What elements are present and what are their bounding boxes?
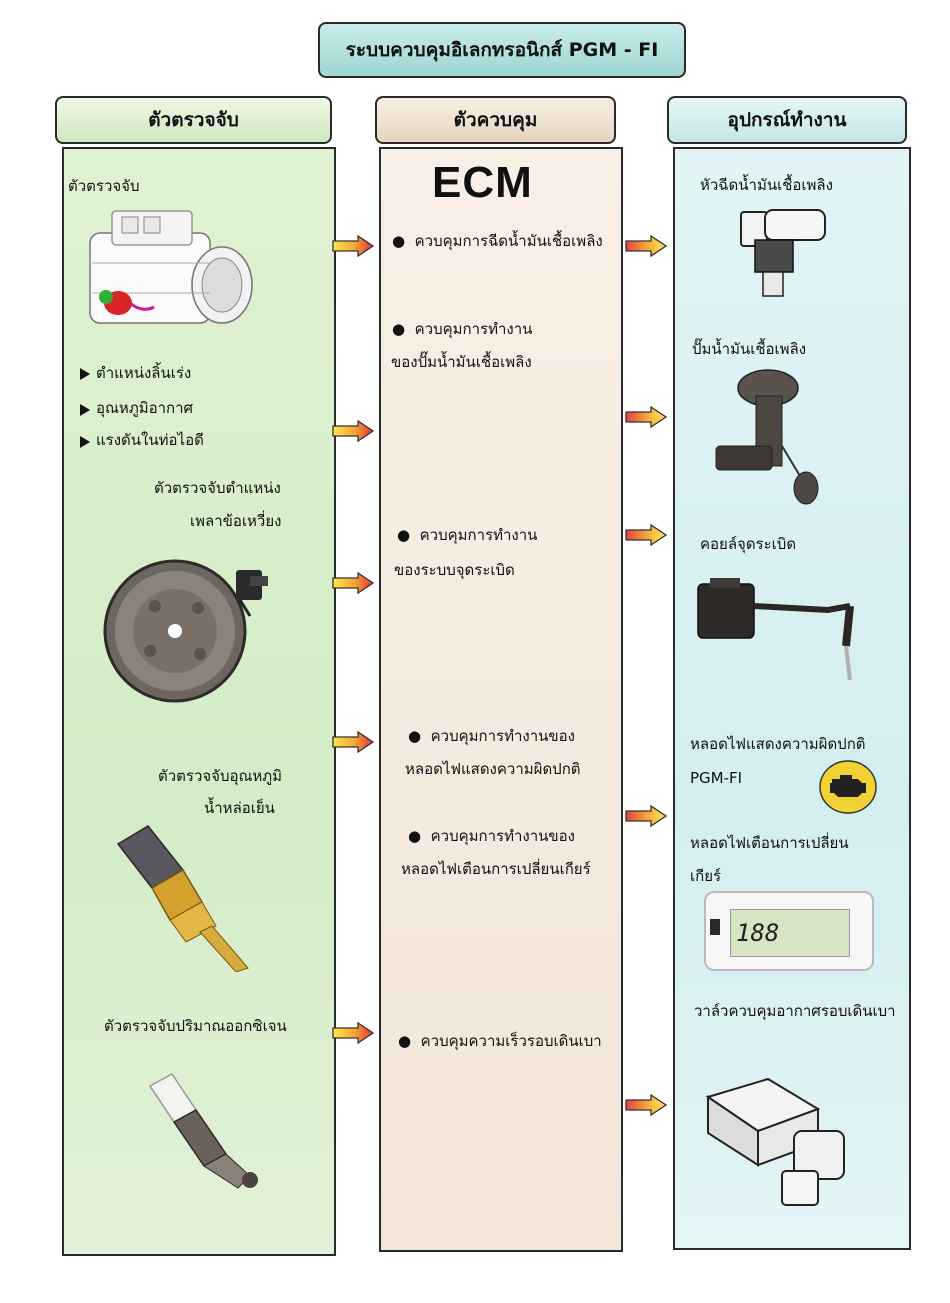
arrow-right-icon: [625, 235, 667, 257]
injector-image: [740, 209, 826, 297]
coolant-sensor-label-line1: ตัวตรวจจับอุณหภูมิ: [158, 767, 283, 785]
controller-column: [379, 147, 623, 1252]
coolant-sensor-image: [116, 825, 249, 972]
throttle-body-image: [89, 210, 253, 324]
meter-lcd: [730, 909, 850, 957]
o2-sensor-label: ตัวตรวจจับปริมาณออกซิเจน: [104, 1017, 287, 1035]
control-item-fuel-pump: ● ควบคุมการทำงาน: [392, 320, 533, 338]
header-controller: ตัวควบคุม: [375, 96, 616, 144]
throttle-body-label: ตัวตรวจจับ: [68, 177, 140, 195]
meter-side-button: [710, 919, 720, 935]
mil-label-line1: หลอดไฟแสดงความผิดปกติ: [690, 735, 866, 753]
header-actuators: อุปกรณ์ทำงาน: [667, 96, 907, 144]
play-bullet-icon: [80, 401, 100, 421]
control-item-mil-line1: ควบคุมการทำงานของ: [430, 727, 575, 745]
ecm-title: ECM: [432, 158, 533, 207]
injector-label: หัวฉีดน้ำมันเชื้อเพลิง: [700, 176, 833, 194]
control-item-injection-text: ควบคุมการฉีดน้ำมันเชื้อเพลิง: [414, 232, 603, 250]
control-item-shift-light-line2: หลอดไฟเตือนการเปลี่ยนเกียร์: [401, 860, 591, 878]
fuel-pump-label: ปั๊มน้ำมันเชื้อเพลิง: [692, 340, 807, 358]
arrow-right-icon: [332, 420, 374, 442]
arrow-right-icon: [625, 524, 667, 546]
fuel-pump-image: [715, 369, 819, 505]
o2-sensor-image: [148, 1073, 258, 1189]
ignition-coil-label: คอยล์จุดระเบิด: [700, 535, 797, 553]
shift-light-label-line1: หลอดไฟเตือนการเปลี่ยน: [690, 834, 849, 852]
arrow-right-icon: [332, 235, 374, 257]
iacv-image: [705, 1077, 845, 1206]
control-item-mil: ● ควบคุมการทำงานของ: [408, 727, 575, 745]
header-sensors: ตัวตรวจจับ: [55, 96, 332, 144]
crank-sensor-label-line2: เพลาข้อเหวี่ยง: [190, 512, 282, 530]
control-item-fuel-pump-line2: ของปั๊มน้ำมันเชื้อเพลิง: [391, 353, 532, 371]
ignition-coil-image: [697, 578, 854, 681]
sensor-item-manifold-pressure: แรงดันในท่อไอดี: [96, 431, 204, 449]
mil-label-line2: PGM-FI: [690, 769, 743, 787]
arrow-right-icon: [332, 731, 374, 753]
check-engine-icon: [819, 760, 877, 814]
shift-light-label-line2: เกียร์: [690, 867, 722, 885]
control-item-ignition-line1: ควบคุมการทำงาน: [419, 526, 538, 544]
arrow-right-icon: [332, 1022, 374, 1044]
arrow-right-icon: [625, 406, 667, 428]
control-item-injection: ● ควบคุมการฉีดน้ำมันเชื้อเพลิง: [392, 232, 603, 250]
meter-display: 188: [704, 891, 874, 971]
crank-sensor-image: [103, 559, 268, 703]
arrow-right-icon: [332, 572, 374, 594]
arrow-right-icon: [625, 1094, 667, 1116]
meter-digits: 188: [736, 919, 780, 947]
control-item-idle-speed: ● ควบคุมความเร็วรอบเดินเบา: [398, 1032, 602, 1050]
play-bullet-icon: [80, 433, 100, 453]
sensors-column: [62, 147, 336, 1256]
control-item-mil-line2: หลอดไฟแสดงความผิดปกติ: [405, 760, 581, 778]
iacv-label: วาล์วควบคุมอากาศรอบเดินเบา: [694, 1002, 896, 1020]
control-item-idle-speed-text: ควบคุมความเร็วรอบเดินเบา: [420, 1032, 602, 1050]
control-item-fuel-pump-line1: ควบคุมการทำงาน: [414, 320, 533, 338]
coolant-sensor-label-line2: น้ำหล่อเย็น: [204, 799, 275, 817]
control-item-shift-light: ● ควบคุมการทำงานของ: [408, 827, 575, 845]
control-item-ignition-line2: ของระบบจุดระเบิด: [394, 561, 515, 579]
crank-sensor-label-line1: ตัวตรวจจับตำแหน่ง: [154, 479, 281, 497]
sensor-item-air-temperature: อุณหภูมิอากาศ: [96, 399, 194, 417]
actuators-column: [673, 147, 911, 1250]
diagram-title: ระบบควบคุมอิเลกทรอนิกส์ PGM - FI: [318, 22, 686, 78]
play-bullet-icon: [80, 365, 100, 385]
control-item-ignition: ● ควบคุมการทำงาน: [397, 526, 538, 544]
sensor-item-throttle-position: ตำแหน่งลิ้นเร่ง: [96, 364, 192, 382]
control-item-shift-light-line1: ควบคุมการทำงานของ: [430, 827, 575, 845]
arrow-right-icon: [625, 805, 667, 827]
